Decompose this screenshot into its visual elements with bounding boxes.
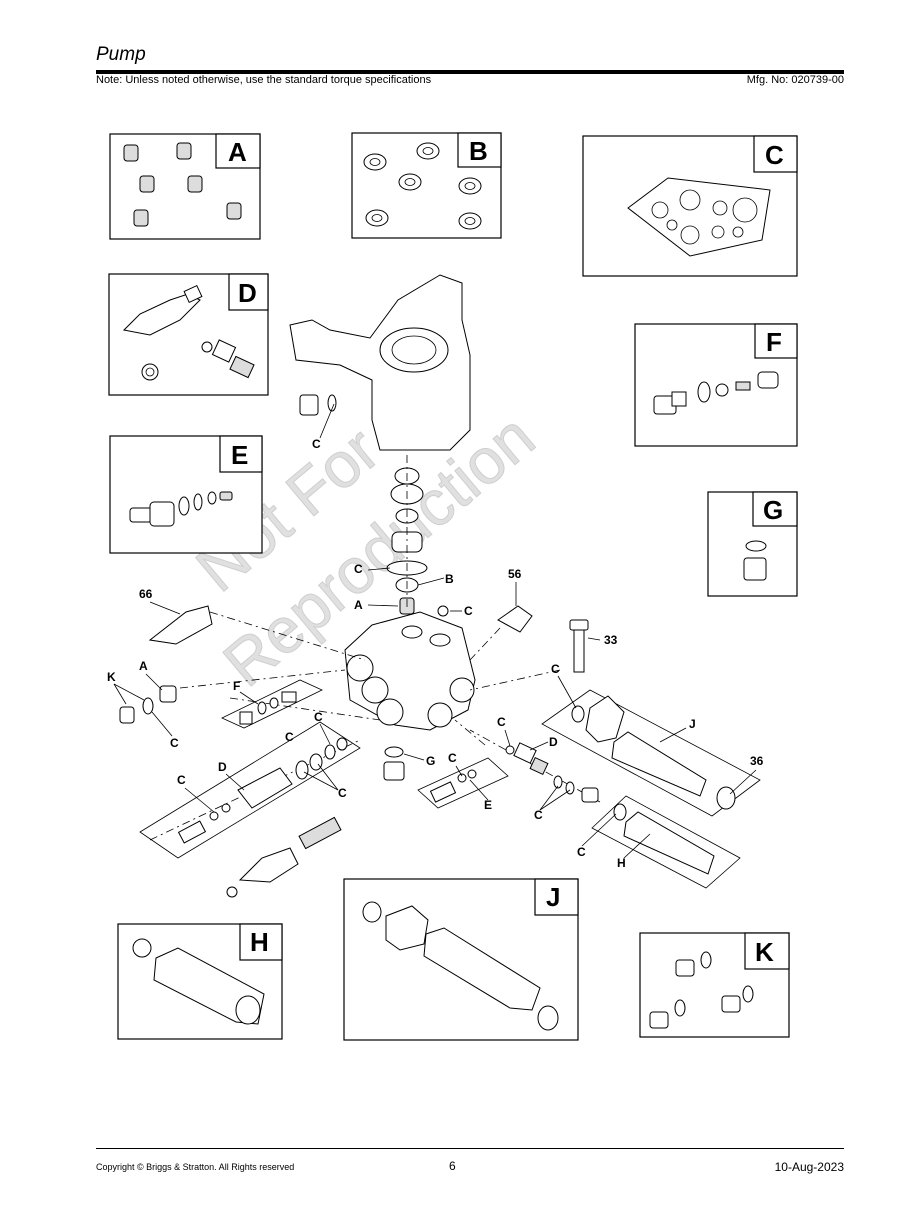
kit-box-e: E [109,435,263,554]
hose-fitting-icon [132,938,265,1025]
callout-c-stack: C [354,562,363,576]
callout-d-left: D [218,760,227,774]
relief-valve-icon [653,371,779,415]
pump-manifold [344,611,476,731]
kit-label-e: E [231,440,248,470]
callout-c-right1: C [497,715,506,729]
callout-a-left: A [139,659,148,673]
header-rule [96,70,844,74]
kit-label-h: H [250,927,269,957]
callout-k-left: K [107,670,116,684]
plug-kit-icon [649,951,754,1029]
page-title: Pump [96,44,146,65]
callout-c-left3: C [338,786,347,800]
callout-c-right-top: C [551,662,560,676]
kit-label-c: C [765,140,784,170]
kit-box-b: B [351,132,502,239]
kit-box-a: A [109,133,261,240]
callout-labels: C C B A C 56 66 33 K A C F C C D C C G C… [107,437,764,870]
document-date: 10-Aug-2023 [774,1160,844,1174]
mfg-number: Mfg. No: 020739-00 [746,74,844,86]
copyright-text: Copyright © Briggs & Stratton. All Right… [96,1162,295,1172]
callout-36: 36 [750,754,764,768]
plug-icon [743,540,767,581]
callout-c-mid2: C [285,730,294,744]
kit-box-g: G [707,491,798,597]
page-number: 6 [449,1159,456,1173]
kit-label-f: F [766,327,782,357]
callout-f-mid: F [233,679,240,693]
callout-c-mid3: C [448,751,457,765]
oring-sheet-icon [627,177,771,257]
callout-c-mid1: C [314,710,323,724]
kit-box-d: D [108,273,269,396]
kit-box-f: F [634,323,798,447]
callout-c-ball: C [464,604,473,618]
right-subassemblies [541,689,761,889]
kit-label-g: G [763,495,783,525]
footer-rule [96,1148,844,1149]
kit-box-j: J [343,878,579,1041]
callout-c-left: C [170,736,179,750]
callout-g-mid: G [426,754,435,768]
kit-label-k: K [755,937,774,967]
leader-lines [113,403,757,859]
crankcase-housing [289,274,471,451]
center-subassemblies [383,605,589,809]
injector-icon [129,491,233,527]
callout-d-right: D [549,735,558,749]
kit-label-b: B [469,136,488,166]
callout-66: 66 [139,587,153,601]
kit-box-k: K [639,932,790,1038]
callout-c-left2: C [177,773,186,787]
callout-c-housing: C [312,437,321,451]
callout-c-right3: C [577,845,586,859]
seal-icons [363,142,482,230]
kit-label-a: A [228,137,247,167]
callout-j-right: J [689,717,696,731]
valve-icons [123,142,242,227]
callout-b-stack: B [445,572,454,586]
torque-note: Note: Unless noted otherwise, use the st… [96,74,432,86]
kit-box-c: C [582,135,798,277]
kit-box-h: H [117,923,283,1040]
hose-coupler-icon [362,901,559,1031]
kit-label-d: D [238,278,257,308]
unloader-icon [122,284,255,381]
left-subassemblies [119,605,361,898]
callout-e-mid: E [484,798,492,812]
callout-56: 56 [508,567,522,581]
callout-33: 33 [604,633,618,647]
callout-a-stack: A [354,598,363,612]
callout-c-right2: C [534,808,543,822]
callout-h-right: H [617,856,626,870]
kit-label-j: J [546,882,560,912]
